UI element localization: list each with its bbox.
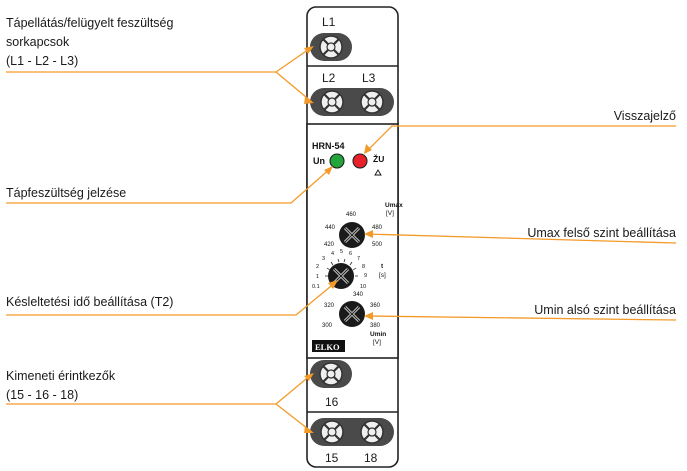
terminal-15-18 — [310, 418, 394, 446]
red-led — [352, 153, 368, 169]
t-scale-1: 1 — [316, 274, 319, 280]
t-scale-2: 2 — [316, 264, 319, 270]
umax-scale-420: 420 — [324, 242, 335, 248]
umax-dial: Umax [V] 460 440 480 420 500 — [324, 202, 403, 248]
callout-output-contacts-line1: Kimeneti érintkezők — [6, 369, 116, 383]
umin-dial-title: Umin — [370, 331, 386, 338]
svg-text:ELKO: ELKO — [315, 342, 340, 352]
callout-supply-indication: Tápfeszültség jelzése — [6, 186, 126, 200]
t-scale-9: 9 — [364, 273, 367, 279]
green-led — [329, 153, 345, 169]
umin-dial: 340 320 360 300 380 Umin [V] — [322, 292, 386, 346]
umin-scale-300: 300 — [322, 323, 333, 329]
umin-scale-360: 360 — [370, 303, 381, 309]
terminal-16 — [310, 360, 352, 388]
t-scale-8: 8 — [362, 264, 365, 270]
device-model: HRN-54 — [312, 141, 345, 151]
t-dial-title: t — [381, 263, 384, 270]
callout-supply-terminals-line1: Tápellátás/felügyelt feszültség — [6, 16, 174, 30]
t-scale-5: 5 — [340, 249, 343, 255]
led-red-label: ŽU — [373, 153, 384, 164]
callout-output-contacts-line2: (15 - 16 - 18) — [6, 388, 78, 402]
umin-dial-unit: [V] — [373, 339, 381, 346]
terminal-label-l2: L2 — [322, 71, 336, 85]
t-scale-6: 6 — [349, 251, 352, 257]
t-scale-0-1: 0.1 — [312, 284, 320, 290]
umax-scale-500: 500 — [372, 242, 383, 248]
t-scale-7: 7 — [357, 256, 360, 262]
callout-supply-terminals-line3: (L1 - L2 - L3) — [6, 54, 78, 68]
callout-delay-setting: Késleltetési idő beállítása (T2) — [6, 295, 173, 309]
umax-scale-440: 440 — [325, 225, 336, 231]
t-scale-10: 10 — [360, 284, 366, 290]
terminal-l2-l3 — [310, 88, 394, 116]
terminal-label-l1: L1 — [322, 15, 336, 29]
terminal-label-15: 15 — [325, 451, 339, 465]
elko-logo: ELKO — [312, 340, 345, 352]
umax-scale-480: 480 — [372, 225, 383, 231]
t-scale-3: 3 — [322, 256, 325, 262]
led-green-label: Un — [313, 156, 325, 166]
umin-scale-380: 380 — [370, 323, 381, 329]
umax-scale-460: 460 — [346, 212, 357, 218]
terminal-l1 — [310, 33, 352, 61]
t-scale-4: 4 — [331, 251, 334, 257]
callout-umin-setting: Umin alsó szint beállítása — [534, 303, 676, 317]
umax-dial-unit: [V] — [386, 210, 394, 217]
umax-dial-title: Umax — [385, 202, 403, 209]
warning-icon — [374, 169, 382, 176]
callout-arrowheads — [304, 46, 373, 433]
t-dial-unit: [s] — [379, 272, 386, 279]
callout-umax-setting: Umax felső szint beállítása — [527, 226, 676, 240]
umin-scale-320: 320 — [324, 303, 335, 309]
callout-supply-terminals-line2: sorkapcsok — [6, 35, 70, 49]
terminal-label-l3: L3 — [362, 71, 376, 85]
terminal-label-16: 16 — [325, 395, 339, 409]
terminal-label-18: 18 — [364, 451, 378, 465]
callout-indicator: Visszajelző — [614, 109, 676, 123]
umin-scale-340: 340 — [353, 292, 364, 298]
callout-lines — [6, 46, 677, 433]
